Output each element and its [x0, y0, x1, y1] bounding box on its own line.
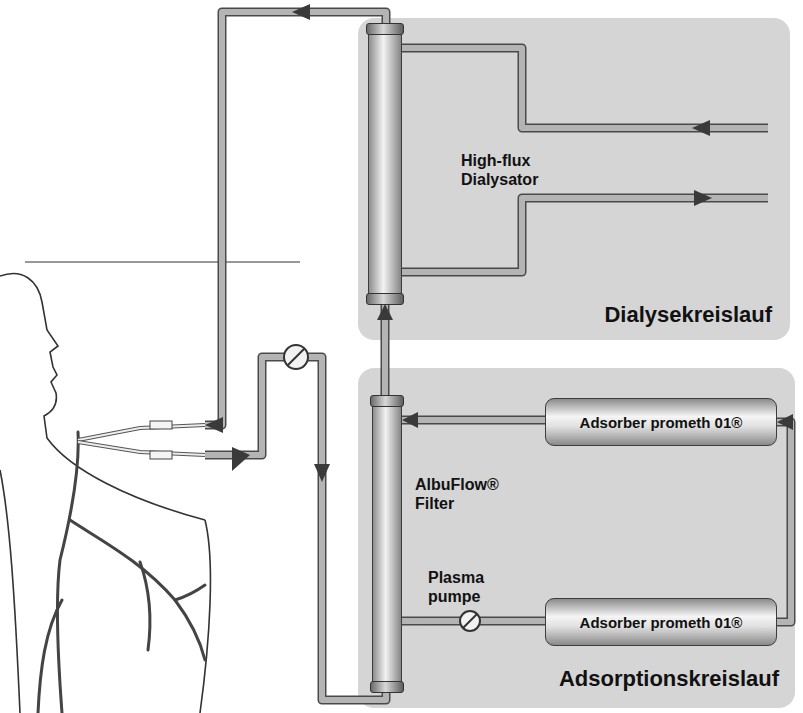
component-label: Plasma pumpe [428, 568, 490, 606]
arrow-head [402, 412, 418, 428]
plasma-pump: Plasma pumpe [428, 568, 494, 634]
adsorber-cartridge: Adsorber prometh 01® [545, 598, 777, 646]
tube-line [402, 417, 545, 423]
tube-line [777, 422, 791, 622]
tube-connector [494, 621, 545, 622]
blood-pump [284, 345, 308, 369]
tube-connector [777, 414, 793, 622]
tube-line [381, 304, 390, 396]
tube-connector [402, 621, 428, 622]
blood-line [205, 12, 386, 700]
albumin-filter: AlbuFlow® Filter [372, 396, 402, 692]
tube-connector [377, 304, 393, 396]
tube-line [402, 618, 428, 624]
catheter [78, 421, 205, 459]
tube-line [402, 416, 545, 425]
component-label: Adsorber prometh 01® [546, 613, 776, 632]
vein-lines [38, 432, 205, 713]
flow-arrow [205, 4, 712, 482]
tube-line [382, 304, 388, 396]
tube-line [402, 617, 428, 626]
arrow-head [377, 304, 393, 320]
tube-line [494, 618, 545, 624]
component-label: AlbuFlow® Filter [415, 475, 515, 513]
region-title: Dialysekreislauf [604, 302, 772, 328]
component-label: Adsorber prometh 01® [546, 413, 776, 432]
component-label: High-flux Dialysator [461, 151, 561, 189]
tube-line [777, 422, 791, 622]
adsorber-cartridge: Adsorber prometh 01® [545, 398, 777, 446]
region-title: Adsorptionskreislauf [559, 666, 779, 692]
dialyzer: High-flux Dialysator [368, 24, 402, 304]
circuit-region: AdsorptionskreislaufAlbuFlow® FilterAdso… [358, 368, 795, 708]
dialysate-line [402, 48, 768, 272]
circuit-region: Dialysekreislauf High-flux Dialysator [358, 18, 790, 340]
tube-connector [402, 412, 545, 428]
tube-line [494, 617, 545, 626]
arrow-head [777, 414, 793, 430]
patient-figure [0, 274, 210, 713]
rule-line [25, 262, 300, 263]
